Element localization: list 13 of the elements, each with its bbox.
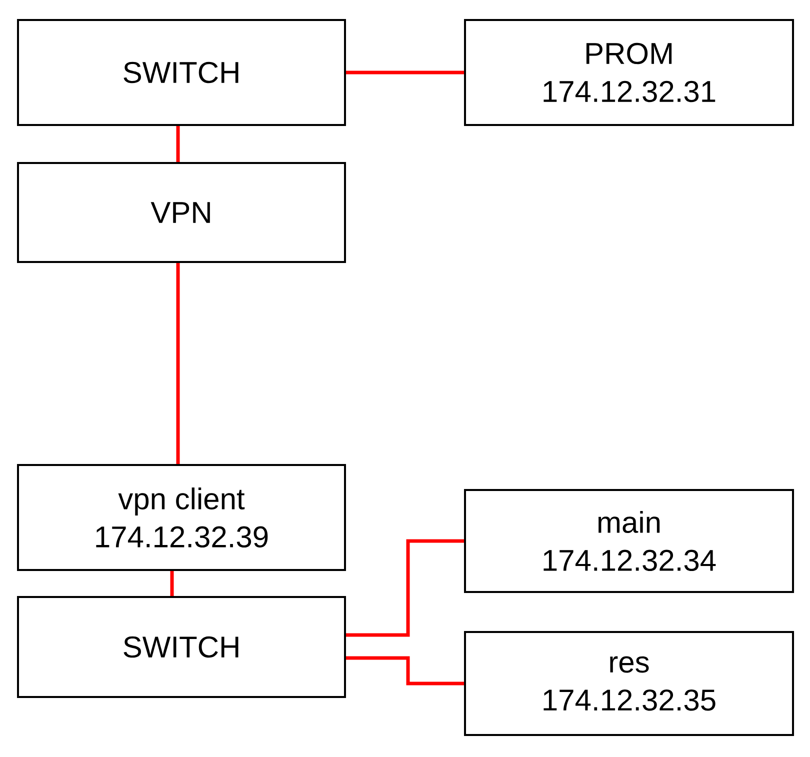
connector-line	[346, 70, 464, 74]
device-box: vpn client 174.12.32.39	[17, 464, 346, 571]
connector-line	[176, 263, 180, 464]
connector-line	[346, 656, 464, 686]
device-box: PROM 174.12.32.31	[464, 19, 794, 126]
device-box: VPN	[17, 162, 346, 263]
device-box: SWITCH	[17, 19, 346, 126]
device-box: main 174.12.32.34	[464, 489, 794, 593]
connector-line	[346, 539, 464, 637]
device-box: res 174.12.32.35	[464, 631, 794, 736]
connector-line	[170, 571, 174, 596]
connector-line	[176, 126, 180, 162]
device-box: SWITCH	[17, 596, 346, 698]
